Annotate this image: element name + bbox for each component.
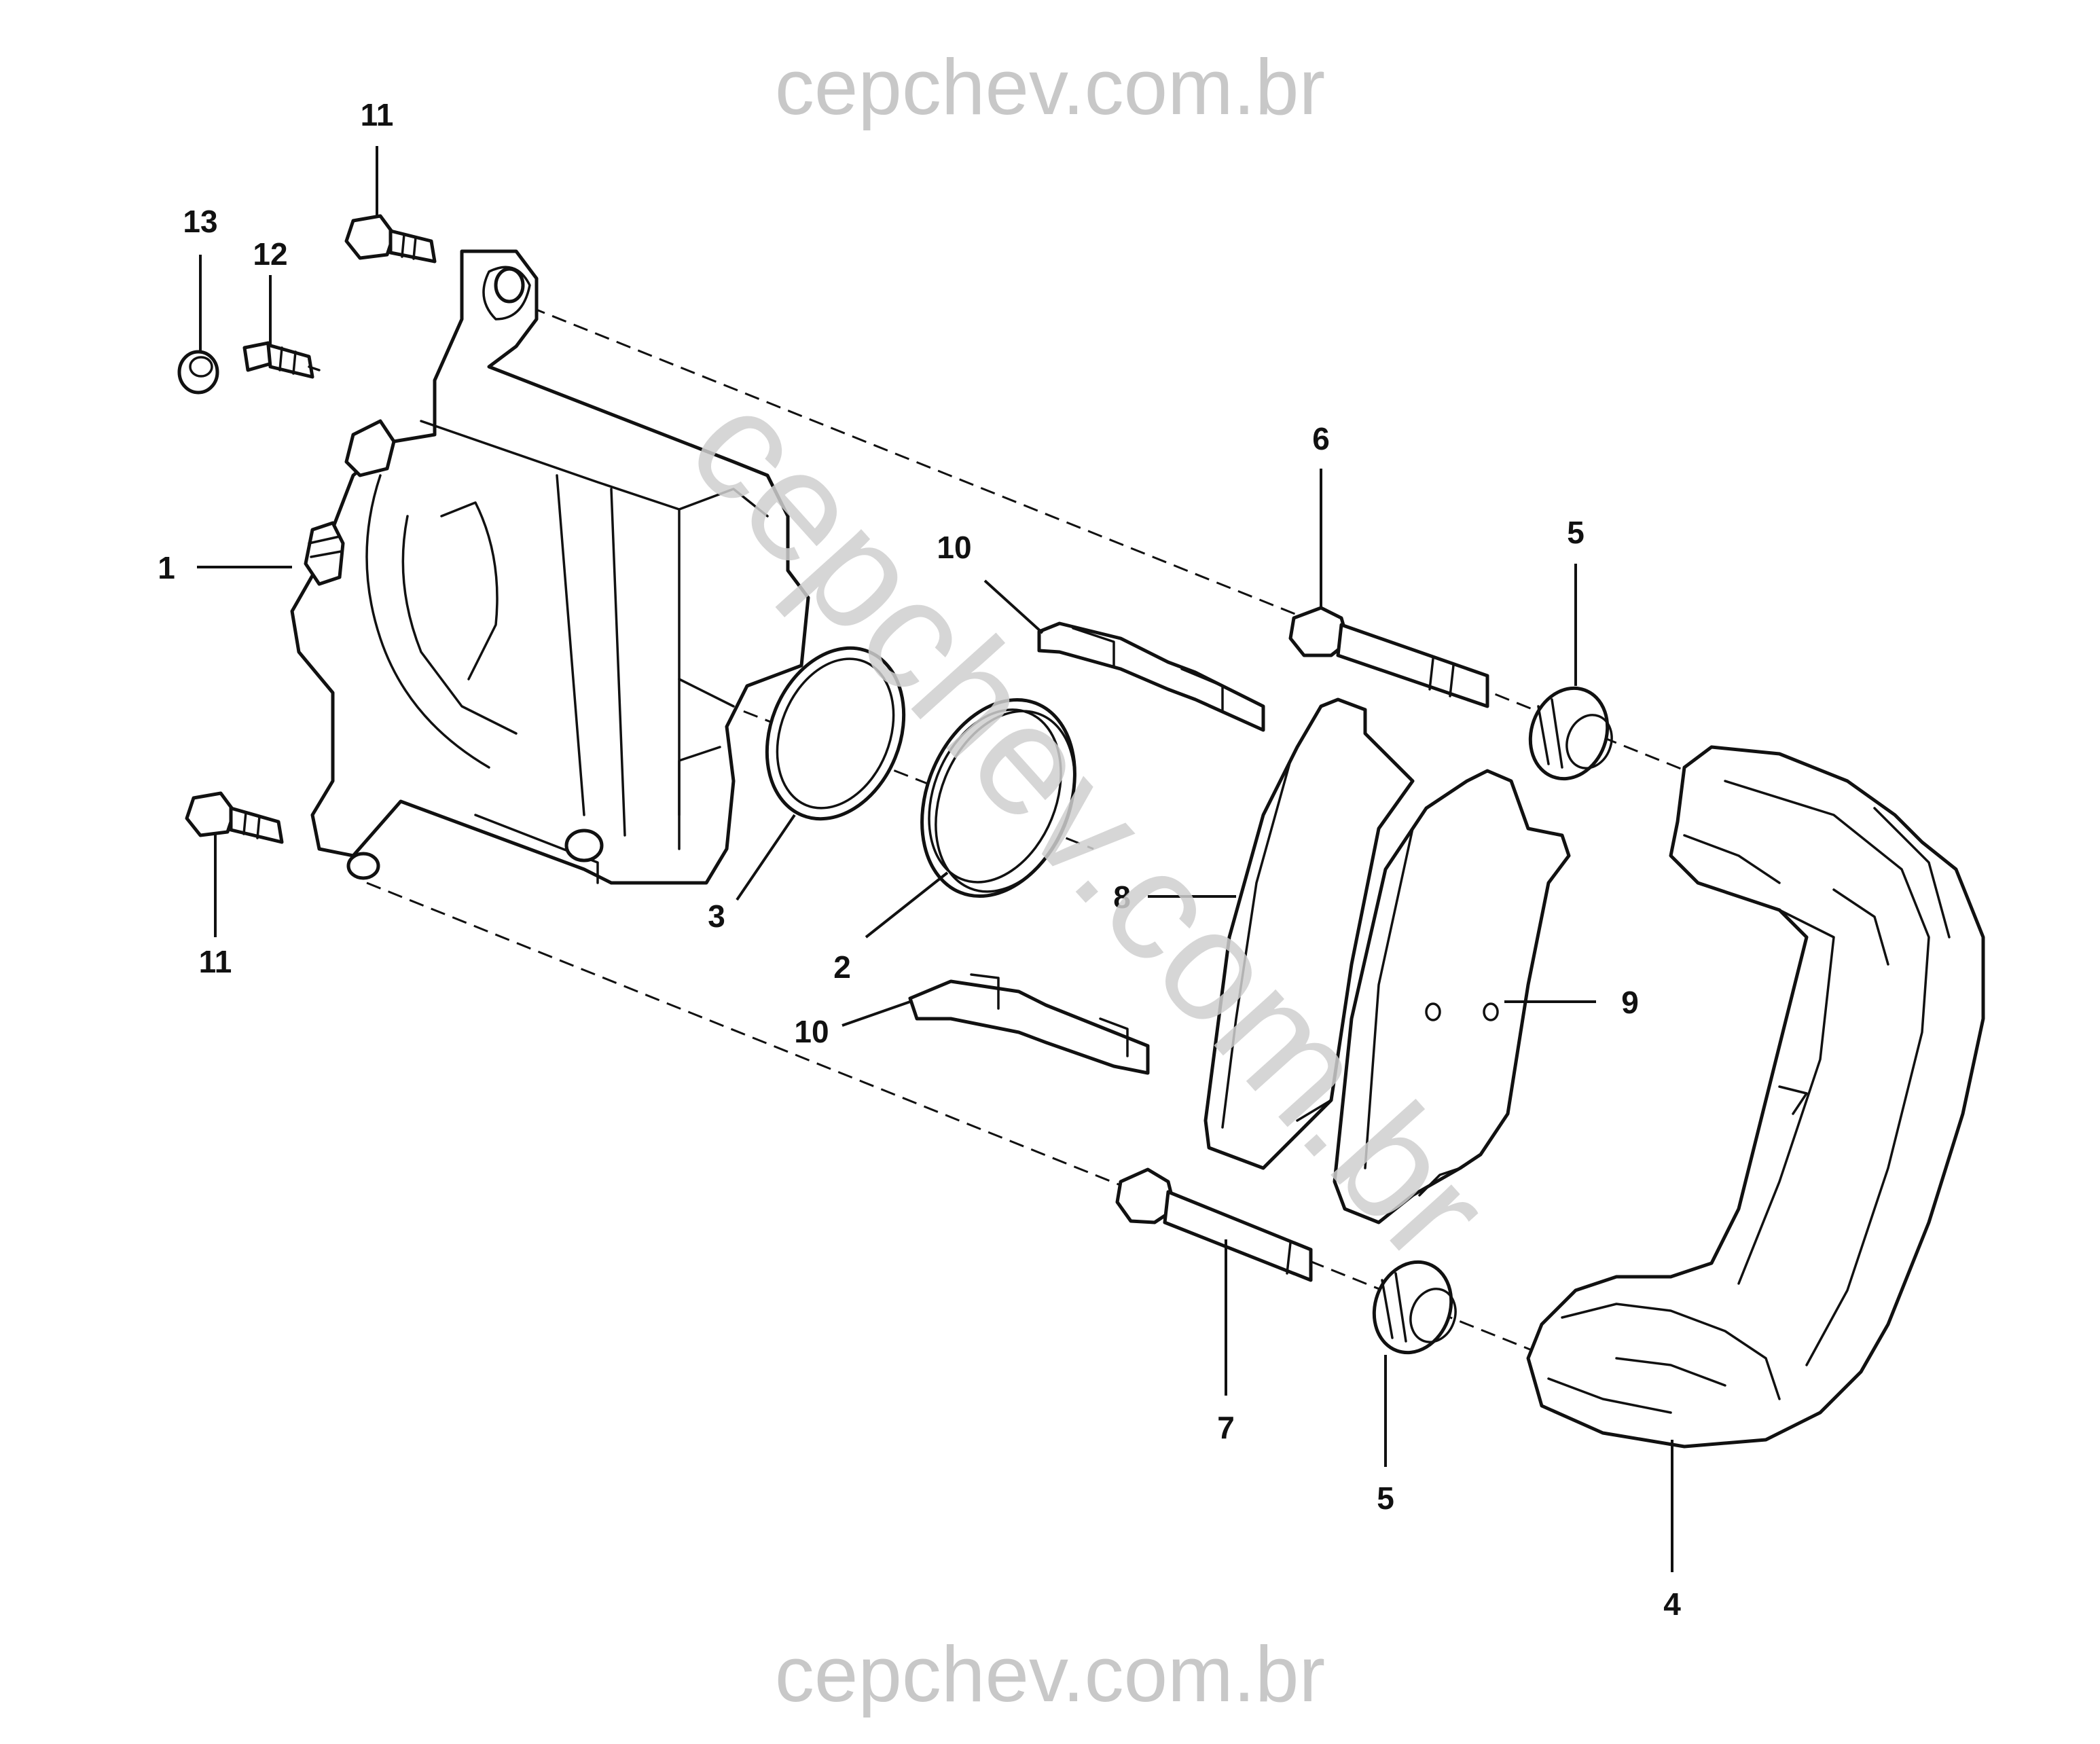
anti-rattle-clip-upper — [1037, 621, 1265, 732]
callout-12: 12 — [253, 236, 287, 272]
leader-10b — [841, 1000, 911, 1027]
leader-2 — [865, 871, 949, 939]
caliper-bracket — [1526, 745, 1985, 1449]
callout-4: 4 — [1663, 1586, 1681, 1622]
guide-pin-upper — [1288, 606, 1489, 708]
anti-rattle-clip-lower — [908, 973, 1150, 1075]
callout-13: 13 — [183, 204, 217, 239]
leader-lines — [197, 146, 1673, 1572]
callout-6: 6 — [1312, 421, 1330, 456]
callout-11a: 11 — [361, 97, 394, 132]
guide-bolt-lower — [185, 791, 284, 844]
guide-bolt-upper — [344, 214, 437, 264]
guide-pin-lower — [1115, 1167, 1313, 1282]
guide-pin-boot-lower — [1372, 1260, 1457, 1355]
leader-3 — [736, 814, 796, 901]
callout-3: 3 — [708, 898, 725, 934]
caliper-housing — [290, 249, 810, 885]
bleeder-cap — [177, 350, 219, 395]
callout-8: 8 — [1113, 879, 1131, 915]
callout-5b: 5 — [1377, 1480, 1394, 1516]
callout-9: 9 — [1621, 985, 1639, 1020]
piston-boot — [920, 697, 1076, 898]
brake-pad-outer — [1203, 697, 1415, 1170]
watermark-top: cepchev.com.br — [775, 43, 1325, 131]
callout-1: 1 — [158, 550, 175, 585]
callout-10b: 10 — [794, 1014, 829, 1049]
guide-pin-boot-upper — [1528, 686, 1613, 781]
piston-seal — [765, 646, 906, 821]
callout-5a: 5 — [1567, 515, 1585, 550]
callout-10a: 10 — [937, 530, 971, 565]
brake-pad-inner — [1333, 769, 1571, 1224]
leader-10a — [983, 579, 1044, 634]
callout-11b: 11 — [199, 944, 232, 979]
bleeder-screw — [242, 341, 321, 379]
watermark-bottom: cepchev.com.br — [775, 1630, 1325, 1718]
lower-axis-line — [366, 882, 1570, 1366]
upper-axis-line — [509, 297, 1712, 782]
callout-7: 7 — [1217, 1410, 1235, 1445]
callout-2: 2 — [833, 949, 851, 985]
callout-labels: 1 2 3 4 5 5 6 7 8 9 10 10 11 11 12 13 — [158, 97, 1681, 1622]
